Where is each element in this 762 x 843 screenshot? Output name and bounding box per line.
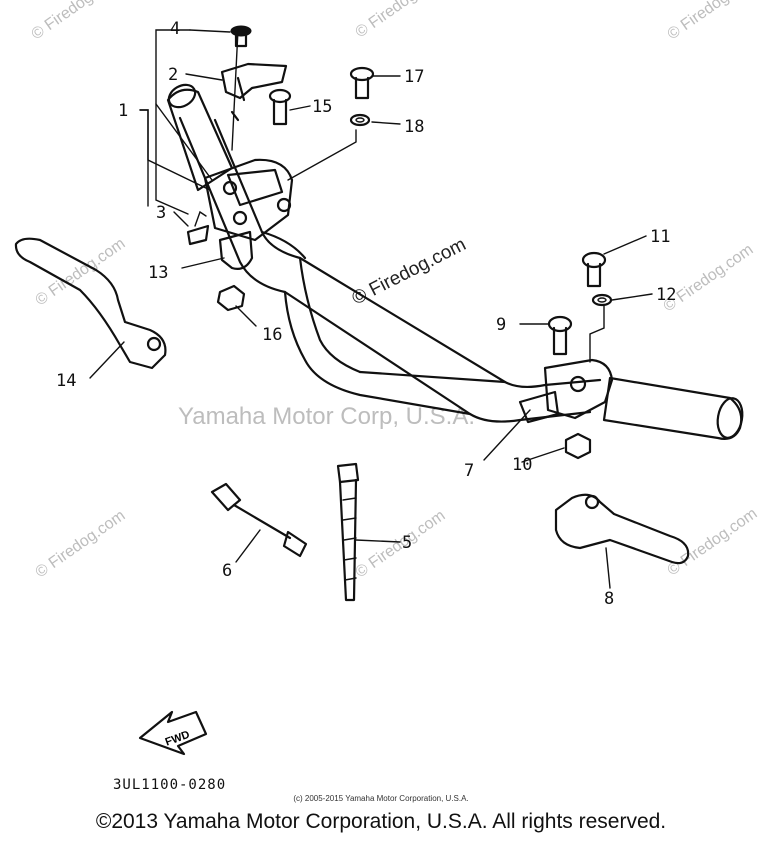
right-lever-holder [518, 251, 614, 460]
callout-2: 2 [168, 65, 178, 85]
watermark-lower-middle: © Firedog.com [353, 507, 449, 581]
callout-10: 10 [512, 455, 532, 475]
watermarks: © Firedog.com © Firedog.com © Firedog.co… [29, 0, 761, 581]
callout-17: 17 [404, 67, 424, 87]
wire-switch [210, 482, 308, 558]
right-lever [554, 493, 690, 565]
left-lever-holder [186, 25, 375, 312]
watermark-top-middle: © Firedog.com [353, 0, 449, 41]
footer-copyright: ©2013 Yamaha Motor Corporation, U.S.A. A… [95, 810, 667, 833]
callout-14: 14 [56, 371, 76, 391]
callout-18: 18 [404, 117, 424, 137]
callout-13: 13 [148, 263, 168, 283]
diagram-code: 3UL1100-0280 [113, 777, 227, 793]
callout-3: 3 [156, 203, 166, 223]
callout-9: 9 [496, 315, 506, 335]
callout-5: 5 [402, 533, 412, 553]
callout-8: 8 [604, 589, 614, 609]
callout-7: 7 [464, 461, 474, 481]
callout-15: 15 [312, 97, 332, 117]
left-lever [14, 237, 167, 370]
leader-lines [89, 29, 653, 589]
cable-tie [336, 462, 360, 602]
watermark-top-right: © Firedog.com [665, 0, 761, 43]
watermark-center-yamaha: Yamaha Motor Corp, U.S.A. [178, 403, 475, 430]
callout-6: 6 [222, 561, 232, 581]
handlebar [166, 83, 744, 440]
watermark-lower-left: © Firedog.com [33, 507, 129, 581]
fwd-arrow: FWD [138, 710, 208, 756]
watermark-top-left: © Firedog.com [29, 0, 125, 43]
callout-labels: 1 2 3 4 5 6 7 8 9 10 11 12 13 14 15 16 1… [56, 19, 676, 609]
callout-16: 16 [262, 325, 282, 345]
callout-11: 11 [650, 227, 670, 247]
callout-4: 4 [170, 19, 180, 39]
callout-12: 12 [656, 285, 676, 305]
callout-1: 1 [118, 101, 128, 121]
small-copyright: (c) 2005-2015 Yamaha Motor Corporation, … [293, 794, 469, 803]
watermark-lower-right: © Firedog.com [665, 505, 761, 579]
